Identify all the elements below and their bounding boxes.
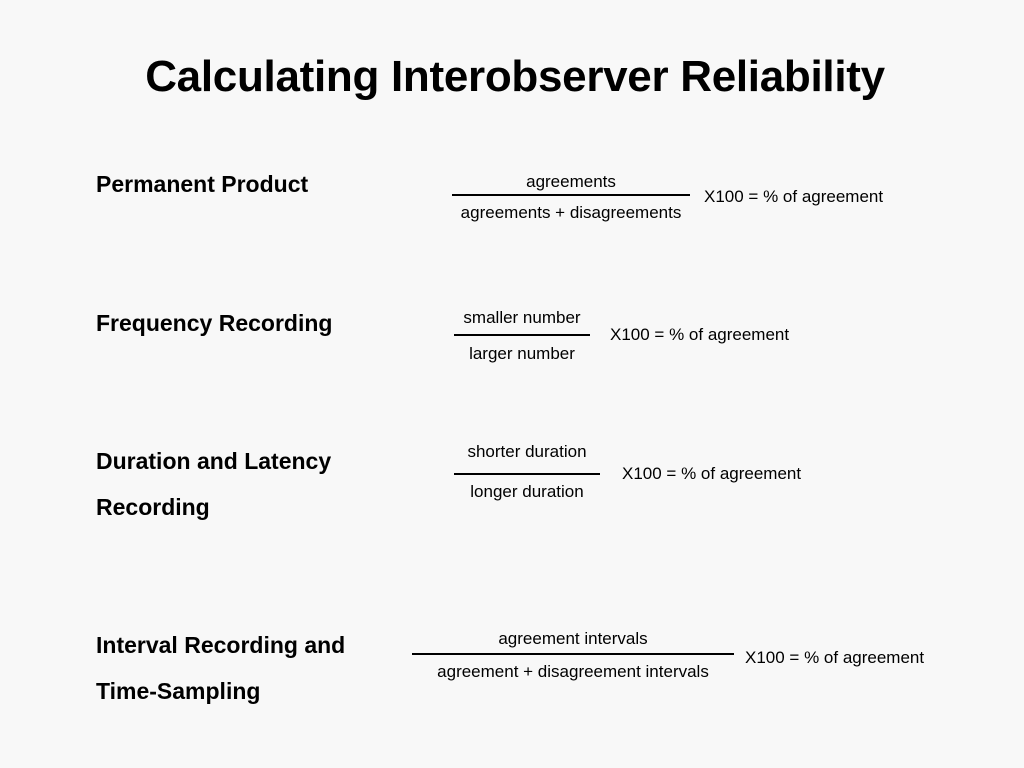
formula-numerator: shorter duration [467,442,587,461]
formula-multiplier: X100 = % of agreement [622,464,802,483]
row-label-line: Interval Recording and [96,632,346,658]
formula-denominator: agreements + disagreements [460,203,682,222]
formula-denominator: agreement + disagreement intervals [437,662,709,681]
fraction-bar [454,473,600,475]
fraction-bar [452,194,690,196]
slide-title: Calculating Interobserver Reliability [145,52,885,101]
row-label-interval-recording: Interval Recording and Time-Sampling [96,622,345,714]
formula-numerator: agreement intervals [498,629,648,648]
row-label-duration-latency: Duration and Latency Recording [96,438,331,530]
fraction-bar [454,334,590,336]
row-label-line: Recording [96,494,210,520]
formula-numerator: agreements [526,172,616,191]
formula-denominator: larger number [469,344,575,363]
formula-multiplier: X100 = % of agreement [704,187,884,206]
row-label-permanent-product: Permanent Product [96,171,309,197]
fraction-bar [412,653,734,655]
row-label-frequency-recording: Frequency Recording [96,310,333,336]
row-label-line: Duration and Latency [96,448,332,474]
row-label-line: Time-Sampling [96,678,261,704]
formula-multiplier: X100 = % of agreement [745,648,925,667]
formula-numerator: smaller number [463,308,581,327]
formula-multiplier: X100 = % of agreement [610,325,790,344]
formula-denominator: longer duration [470,482,584,501]
